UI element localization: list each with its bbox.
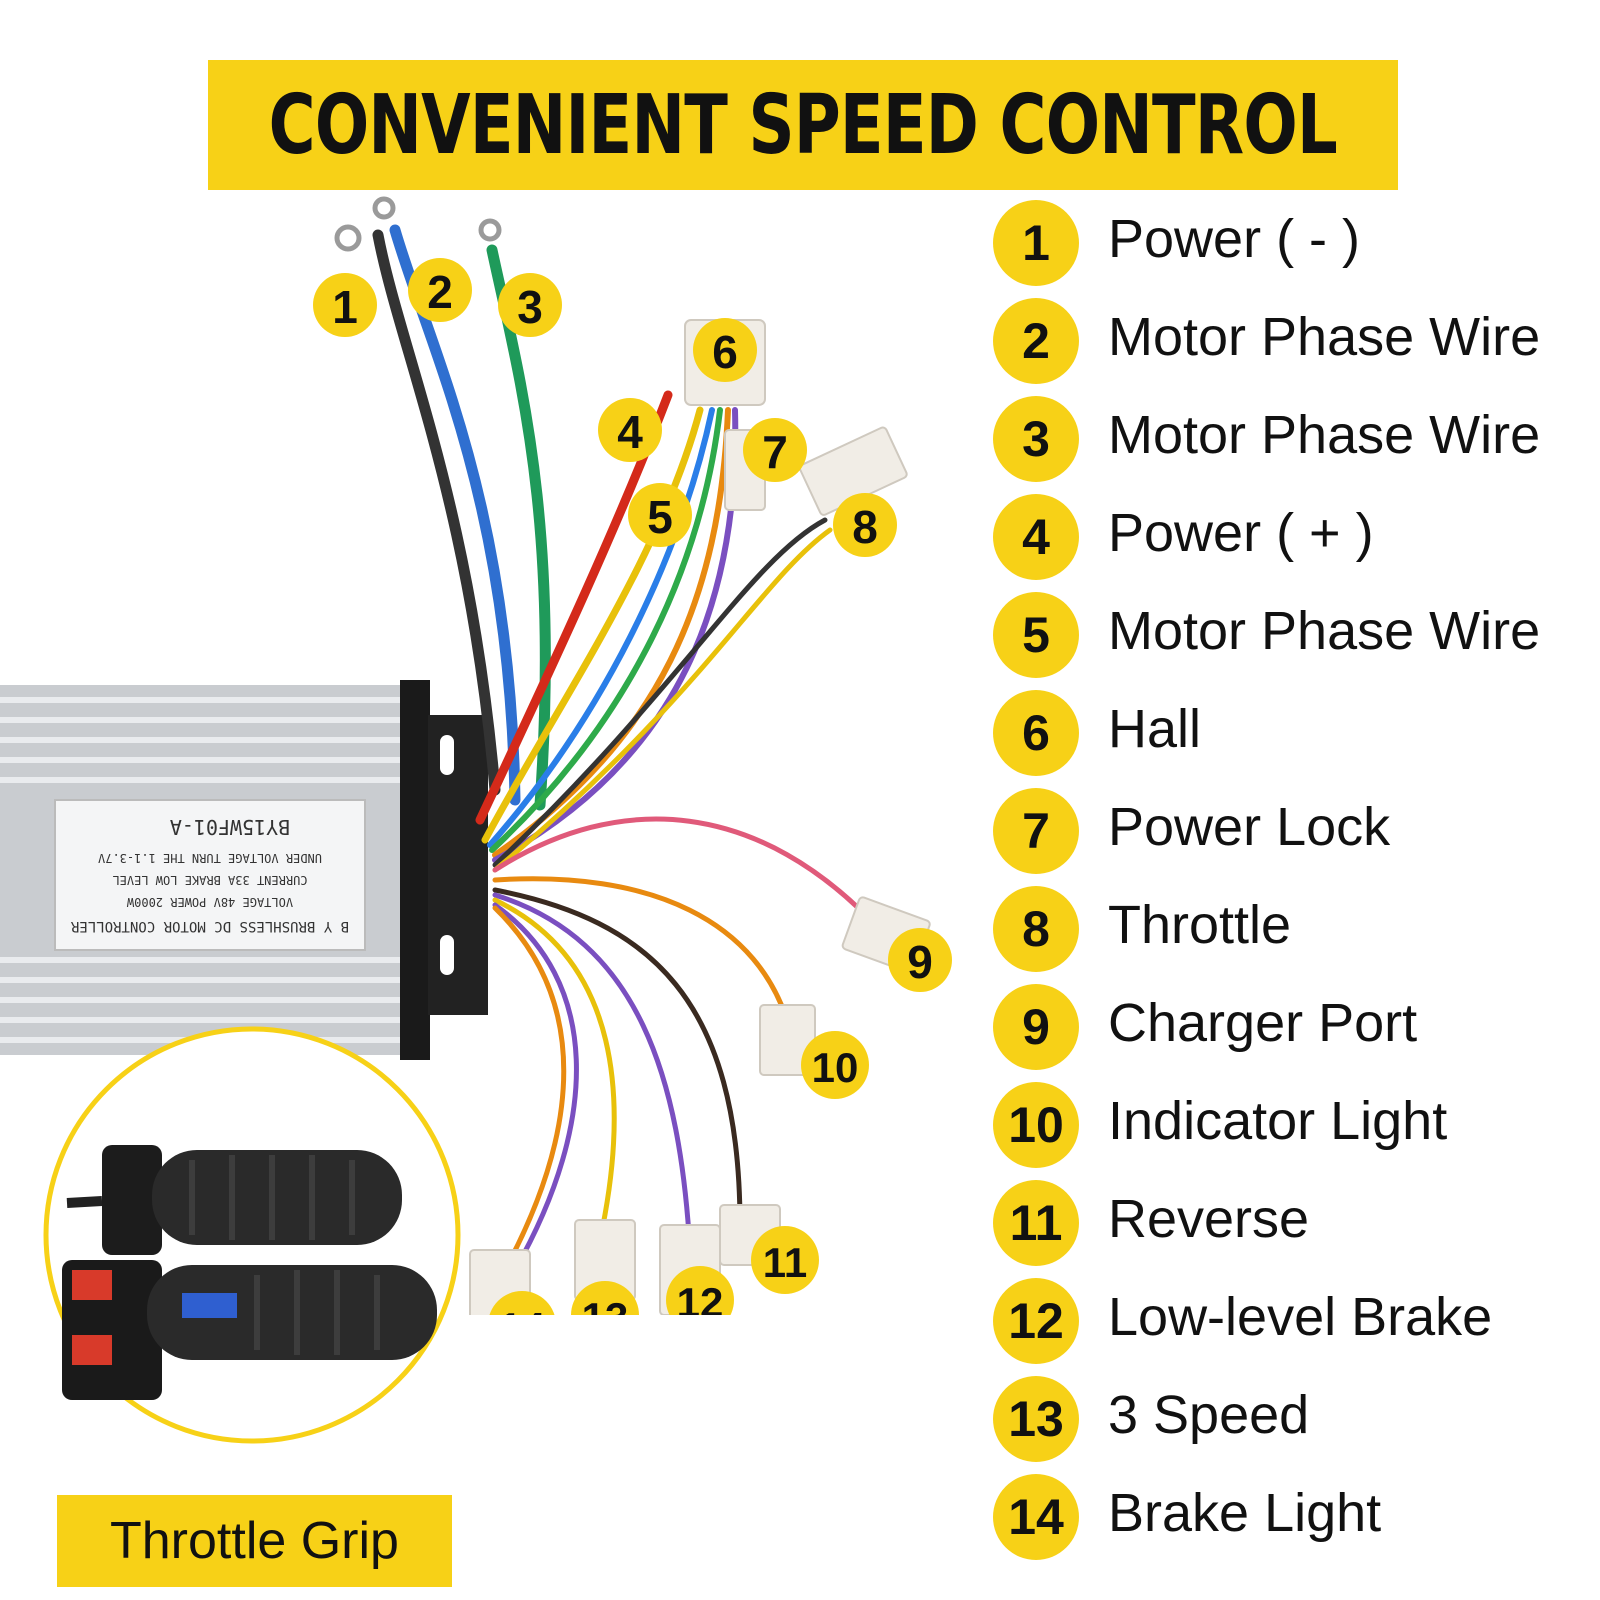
callout-5: 5	[647, 491, 673, 543]
callout-6: 6	[712, 326, 738, 378]
legend-number-badge: 7	[993, 788, 1079, 874]
legend-number-badge: 13	[993, 1376, 1079, 1462]
callout-12: 12	[677, 1279, 724, 1315]
legend-item: 6 Hall	[993, 690, 1593, 780]
throttle-grip-label: Throttle Grip	[110, 1512, 399, 1570]
callout-7: 7	[762, 426, 788, 478]
title-banner: CONVENIENT SPEED CONTROL	[208, 60, 1398, 190]
controller-spec-line1: B Y BRUSHLESS DC MOTOR CONTROLLER	[70, 918, 349, 934]
legend-number-badge: 8	[993, 886, 1079, 972]
controller-label-text: BY15WF01-A UNDER VOLTAGE TURN THE 1.1-3.…	[70, 815, 349, 934]
ring-terminals	[334, 196, 502, 252]
callout-3: 3	[517, 281, 543, 333]
legend-number-badge: 1	[993, 200, 1079, 286]
callout-13: 13	[582, 1294, 629, 1315]
callout-14: 14	[499, 1304, 546, 1315]
legend-number-badge: 2	[993, 298, 1079, 384]
legend-item: 14 Brake Light	[993, 1474, 1593, 1564]
legend-number-badge: 3	[993, 396, 1079, 482]
legend-item: 4 Power ( + )	[993, 494, 1593, 584]
callout-8: 8	[852, 501, 878, 553]
legend-item: 13 3 Speed	[993, 1376, 1593, 1466]
legend-number-badge: 14	[993, 1474, 1079, 1560]
legend-number-badge: 9	[993, 984, 1079, 1070]
legend-label: Motor Phase Wire	[1108, 405, 1541, 465]
legend-label: Low-level Brake	[1108, 1287, 1493, 1347]
legend-label: Charger Port	[1108, 993, 1418, 1053]
legend-label: 3 Speed	[1108, 1385, 1310, 1445]
controller-body	[0, 680, 488, 1060]
legend-number-badge: 4	[993, 494, 1079, 580]
throttle-grip-caption: Throttle Grip	[57, 1495, 452, 1587]
legend-item: 9 Charger Port	[993, 984, 1593, 1074]
legend-label: Throttle	[1108, 895, 1292, 955]
throttle-grip-illustration	[43, 1026, 461, 1444]
legend-number-badge: 12	[993, 1278, 1079, 1364]
legend-item: 3 Motor Phase Wire	[993, 396, 1593, 486]
legend-label: Power Lock	[1108, 797, 1391, 857]
legend-number-badge: 6	[993, 690, 1079, 776]
controller-spec-line2: VOLTAGE 48V POWER 2000W	[126, 895, 293, 909]
page-title: CONVENIENT SPEED CONTROL	[268, 77, 1338, 173]
legend-label: Hall	[1108, 699, 1202, 759]
controller-spec-line3: CURRENT 33A BRAKE LOW LEVEL	[112, 873, 307, 887]
legend-label: Motor Phase Wire	[1108, 307, 1541, 367]
controller-model: BY15WF01-A	[170, 815, 290, 839]
callout-9: 9	[907, 936, 933, 988]
callout-10: 10	[812, 1044, 859, 1091]
legend-number-badge: 10	[993, 1082, 1079, 1168]
callout-4: 4	[617, 406, 643, 458]
legend-label: Power ( - )	[1108, 209, 1361, 269]
callout-2: 2	[427, 266, 453, 318]
legend-number-badge: 11	[993, 1180, 1079, 1266]
legend-label: Power ( + )	[1108, 503, 1374, 563]
legend-item: 10 Indicator Light	[993, 1082, 1593, 1172]
legend-label: Reverse	[1108, 1189, 1310, 1249]
legend-item: 1 Power ( - )	[993, 200, 1593, 290]
diagram-callouts: 1 2 3 4 5 6 7 8 9 10 11 12 13 14	[313, 258, 952, 1315]
callout-11: 11	[763, 1239, 807, 1286]
legend-label: Brake Light	[1108, 1483, 1382, 1543]
callout-1: 1	[332, 281, 358, 333]
legend-item: 11 Reverse	[993, 1180, 1593, 1270]
legend-label: Motor Phase Wire	[1108, 601, 1541, 661]
legend-item: 8 Throttle	[993, 886, 1593, 976]
legend-number-badge: 5	[993, 592, 1079, 678]
legend-item: 2 Motor Phase Wire	[993, 298, 1593, 388]
wire-bundle	[372, 224, 883, 1273]
controller-spec-line4: UNDER VOLTAGE TURN THE 1.1-3.7V	[98, 851, 322, 865]
legend-item: 12 Low-level Brake	[993, 1278, 1593, 1368]
legend-label: Indicator Light	[1108, 1091, 1448, 1151]
legend-item: 7 Power Lock	[993, 788, 1593, 878]
legend-item: 5 Motor Phase Wire	[993, 592, 1593, 682]
